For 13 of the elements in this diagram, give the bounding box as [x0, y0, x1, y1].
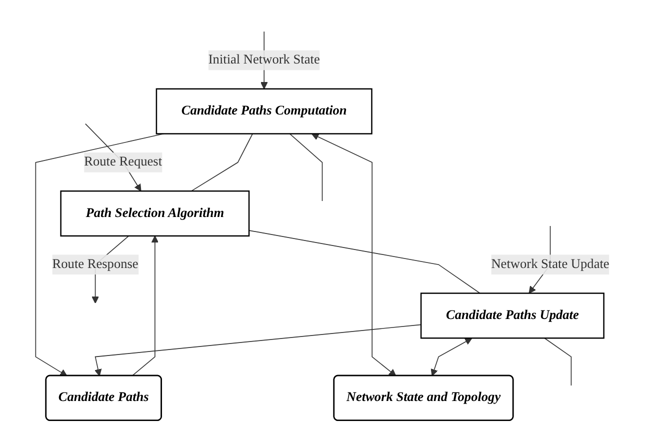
edge-label: Network State Update	[491, 257, 610, 272]
arrow	[311, 133, 396, 376]
edge-label: Initial Network State	[208, 52, 320, 67]
process-box: Network State and Topology	[333, 374, 514, 421]
process-box: Candidate Paths	[45, 374, 162, 421]
arrow	[94, 324, 422, 376]
arrow	[132, 236, 159, 376]
process-box: Candidate Paths Update	[420, 292, 604, 339]
process-box: Candidate Paths Computation	[156, 88, 372, 134]
arrow	[430, 338, 472, 376]
process-box: Path Selection Algorithm	[60, 190, 250, 237]
edge-label: Route Request	[84, 154, 162, 170]
edge-label: Route Response	[52, 257, 138, 272]
